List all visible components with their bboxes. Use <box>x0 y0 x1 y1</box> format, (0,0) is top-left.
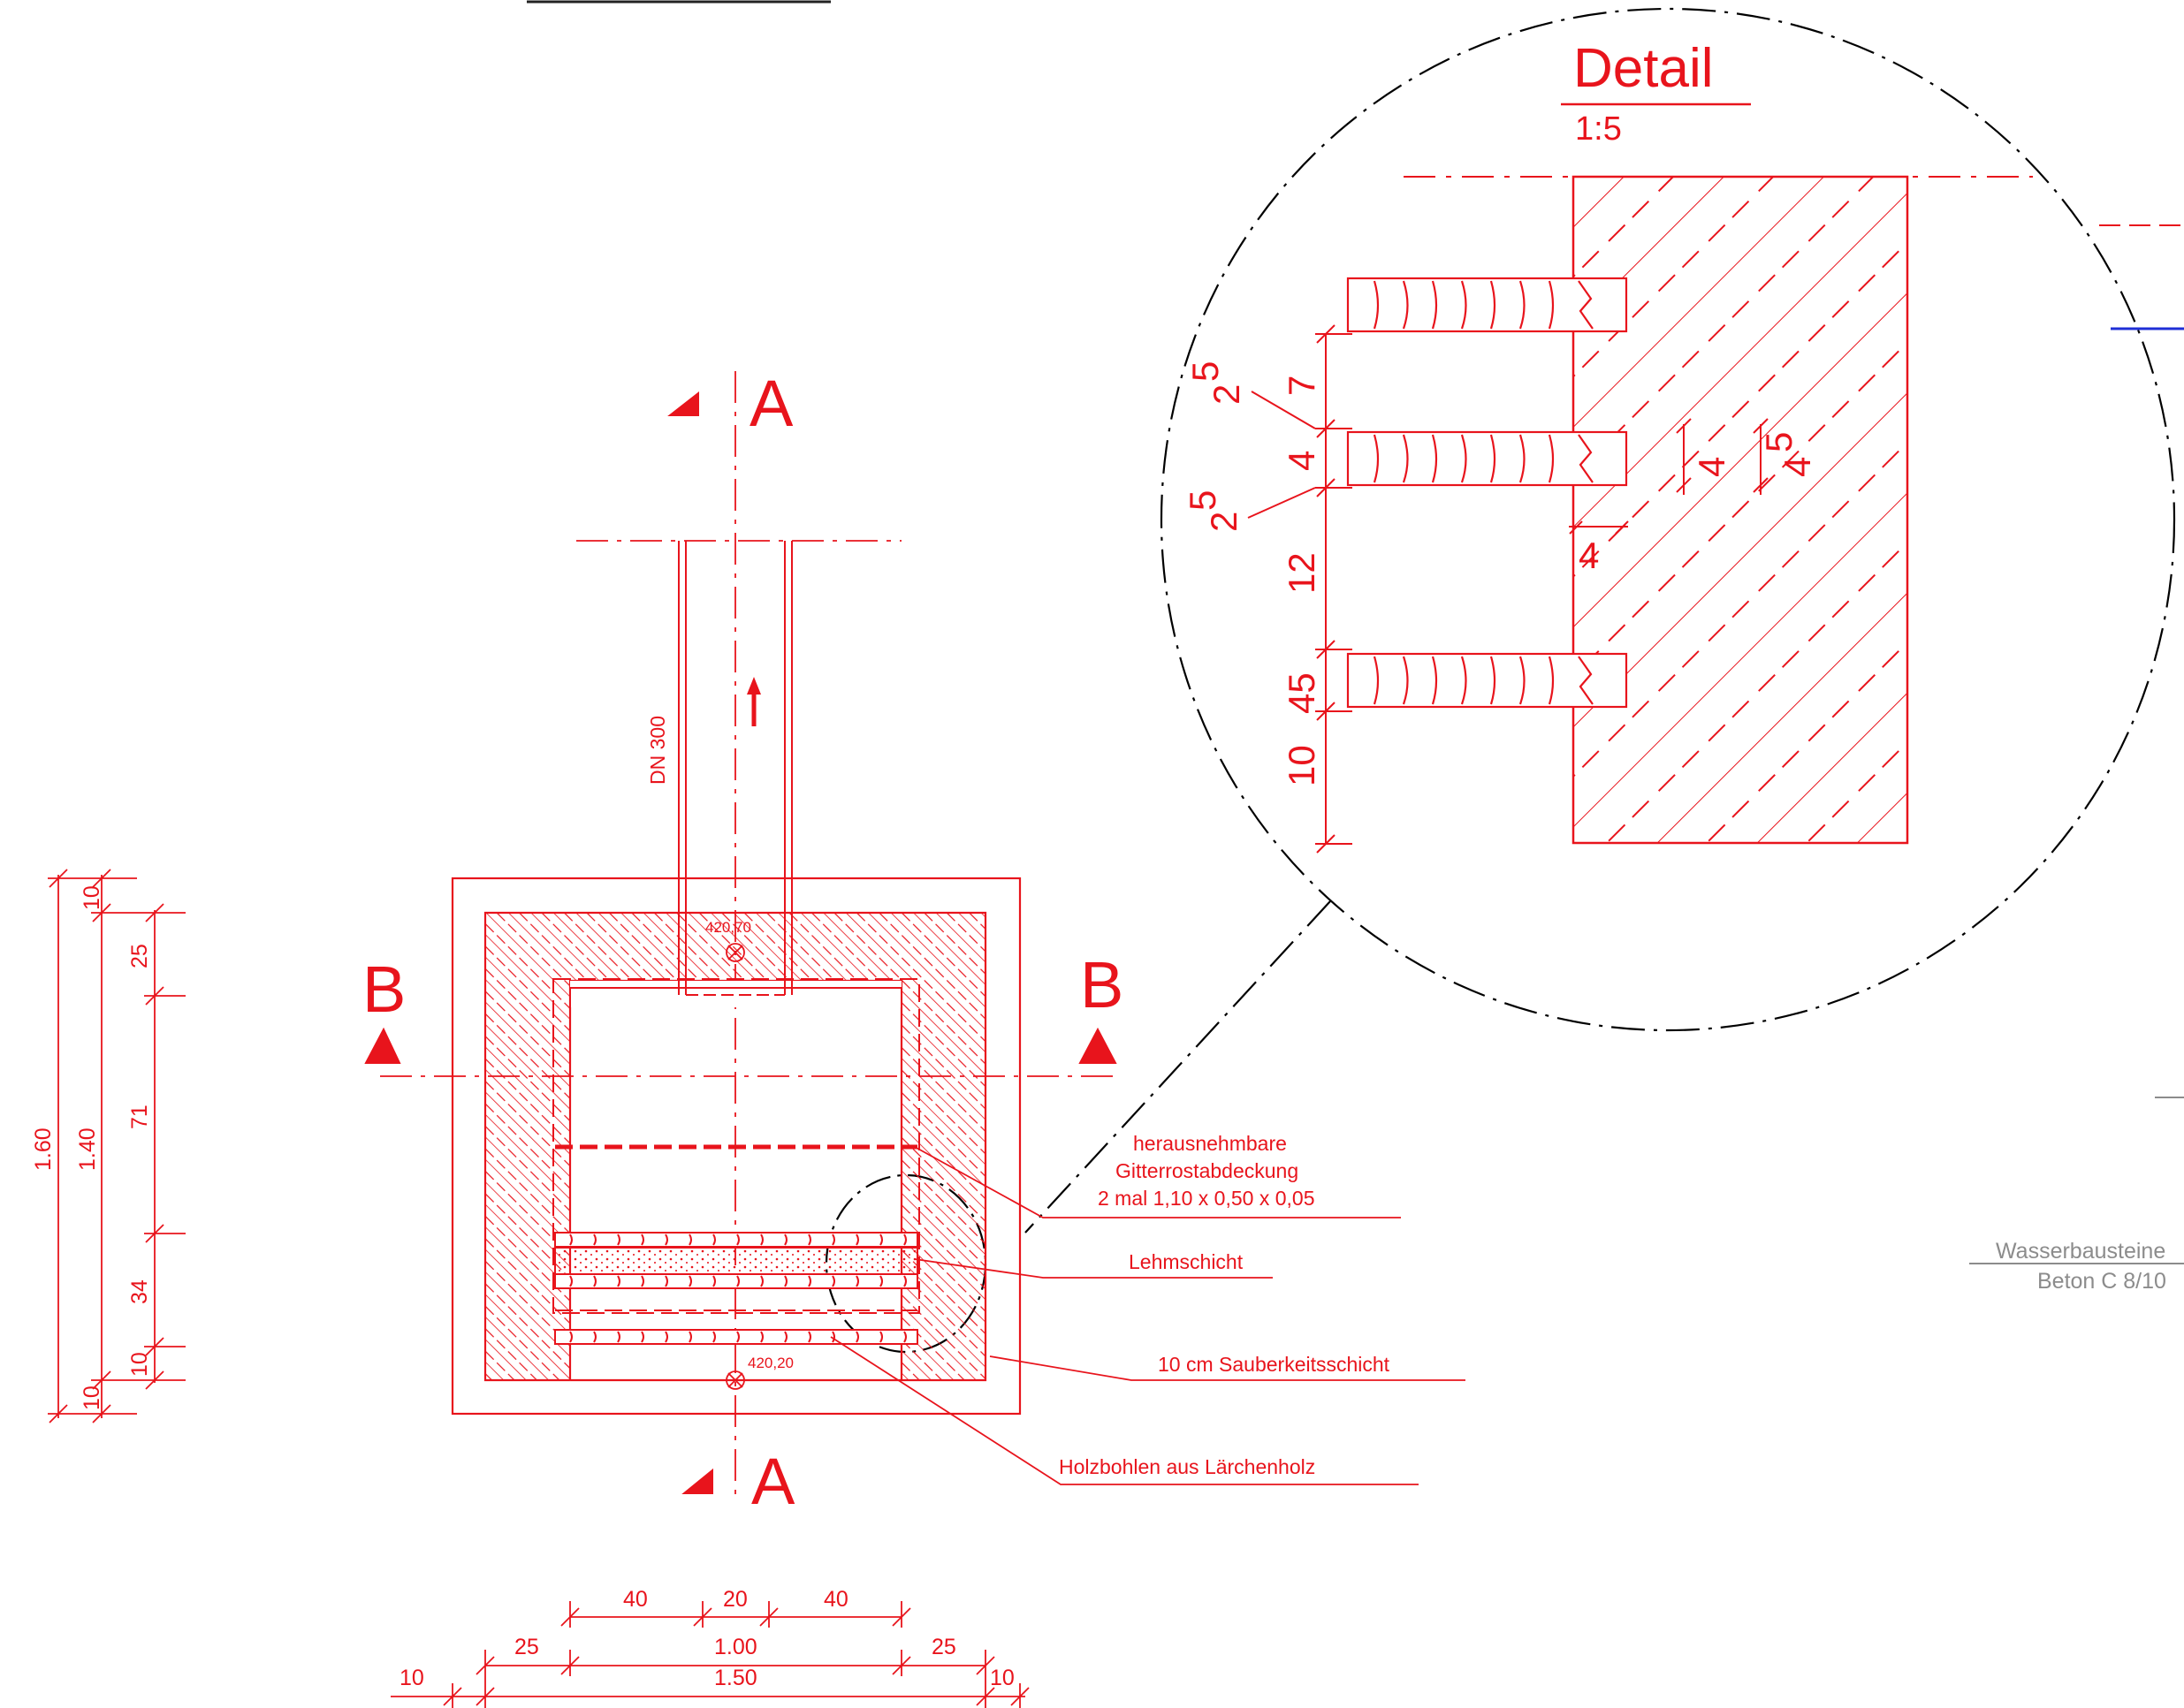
bottom-dimension-lines <box>391 1601 1030 1708</box>
detail-plank-middle <box>1346 430 1628 487</box>
elevation-marker-top <box>726 943 745 962</box>
inner-dashed-outline <box>552 978 920 1314</box>
svg-text:B: B <box>362 953 406 1026</box>
annotation-grate-line1: herausnehmbare <box>1133 1132 1287 1155</box>
detail-dim-7: 7 <box>1281 376 1322 396</box>
detail-dimension-chain <box>1247 324 1352 854</box>
annotation-planks: Holzbohlen aus Lärchenholz <box>1059 1455 1315 1478</box>
detail-plank-bottom <box>1346 652 1628 709</box>
elevation-marker-bottom <box>726 1370 745 1390</box>
dim-left-inner: 1.40 <box>75 1127 100 1171</box>
left-dimension-lines <box>48 869 186 1423</box>
detail-slot-dim-5: 5 <box>1758 432 1800 452</box>
section-marker-b-left: B <box>362 953 406 1064</box>
dim-bottom-25-right: 25 <box>932 1635 956 1659</box>
detail-dim-5-lower: 5 <box>1182 490 1223 511</box>
blinding-layer-outline <box>451 877 1022 1416</box>
detail-dim-12: 12 <box>1281 552 1322 594</box>
detail-circle <box>1160 7 2176 1032</box>
elevation-bottom-label: 420,20 <box>748 1355 794 1371</box>
plank-layer-middle <box>554 1273 918 1289</box>
detail-dim-2-lower: 2 <box>1203 512 1244 532</box>
section-marker-a-bottom: A <box>681 1445 795 1518</box>
dim-left-total: 1.60 <box>31 1127 56 1171</box>
pipe-dn300 <box>678 541 793 996</box>
detail-dim-5-upper: 5 <box>1184 361 1226 382</box>
dim-bottom-10-left: 10 <box>400 1666 424 1690</box>
dim-bottom-40-left: 40 <box>623 1587 648 1612</box>
annotation-blinding-layer: 10 cm Sauberkeitsschicht <box>1158 1353 1390 1376</box>
svg-text:A: A <box>751 1445 795 1518</box>
dim-left-10-mid: 10 <box>127 1352 152 1377</box>
annotation-grate-line2: Gitterrostabdeckung <box>1115 1159 1298 1182</box>
detail-scale: 1:5 <box>1575 110 1622 148</box>
detail-title: Detail <box>1573 38 1714 99</box>
dim-bottom-20: 20 <box>723 1587 748 1612</box>
pipe-label: DN 300 <box>646 716 669 785</box>
annotation-clay-layer: Lehmschicht <box>1129 1250 1244 1273</box>
svg-text:B: B <box>1080 948 1123 1021</box>
flow-arrow <box>747 677 761 726</box>
detail-slot-dim-4a: 4 <box>1691 457 1732 477</box>
annotation-leaders <box>830 1146 1465 1485</box>
dim-left-25: 25 <box>127 944 152 968</box>
inner-top-clear <box>570 981 902 1007</box>
dim-bottom-1-50: 1.50 <box>714 1666 757 1690</box>
dim-bottom-40-right: 40 <box>824 1587 848 1612</box>
dim-bottom-1-00: 1.00 <box>714 1635 757 1659</box>
plank-layer-upper <box>554 1232 918 1248</box>
detail-dim-4: 4 <box>1281 451 1322 471</box>
annotation-grate-line3: 2 mal 1,10 x 0,50 x 0,05 <box>1098 1187 1315 1210</box>
svg-text:A: A <box>750 367 794 440</box>
clay-layer <box>554 1247 918 1275</box>
dim-left-71: 71 <box>127 1105 152 1129</box>
detail-plank-top <box>1346 277 1628 333</box>
detail-dim-2-upper: 2 <box>1206 384 1247 405</box>
plank-layer-lower <box>554 1329 918 1345</box>
detail-slot-dimensions <box>1569 418 1769 535</box>
section-marker-a-top: A <box>667 367 794 440</box>
detail-slot-dim-4b: 4 <box>1777 457 1818 477</box>
legend-line2: Beton C 8/10 <box>2037 1269 2166 1294</box>
detail-wall <box>1404 175 2184 845</box>
detail-dim-10: 10 <box>1281 745 1322 786</box>
dim-left-10-bottom: 10 <box>80 1385 104 1410</box>
detail-leader-line <box>1024 900 1331 1234</box>
elevation-top-label: 420,70 <box>705 919 751 936</box>
detail-slot-dim-4c: 4 <box>1579 535 1599 576</box>
dim-left-10-top: 10 <box>80 885 104 910</box>
section-marker-b-right: B <box>1078 948 1123 1064</box>
dim-bottom-25-left: 25 <box>514 1635 539 1659</box>
dim-bottom-10-right: 10 <box>990 1666 1015 1690</box>
detail-dim-45: 45 <box>1281 672 1322 714</box>
legend-line1: Wasserbausteine <box>1996 1239 2165 1264</box>
dim-left-34: 34 <box>127 1279 152 1304</box>
